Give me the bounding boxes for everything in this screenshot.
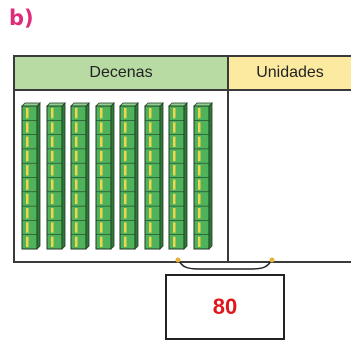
units-header: Unidades	[229, 57, 351, 91]
ten-rod	[143, 102, 164, 250]
ten-rod	[119, 102, 139, 250]
ten-rod	[168, 102, 188, 250]
ten-rod	[21, 102, 41, 250]
ten-rod	[94, 102, 115, 250]
part-label: b)	[9, 6, 34, 30]
bracket-connector	[175, 257, 275, 270]
tens-column	[15, 91, 229, 261]
ten-rod	[192, 102, 213, 250]
answer-box: 80	[165, 274, 285, 340]
tens-header: Decenas	[15, 57, 229, 91]
ten-rod	[70, 102, 90, 250]
ten-rod	[45, 102, 66, 250]
place-value-table: Decenas Unidades	[13, 55, 351, 263]
tens-rods	[21, 102, 221, 250]
units-column	[229, 91, 351, 261]
